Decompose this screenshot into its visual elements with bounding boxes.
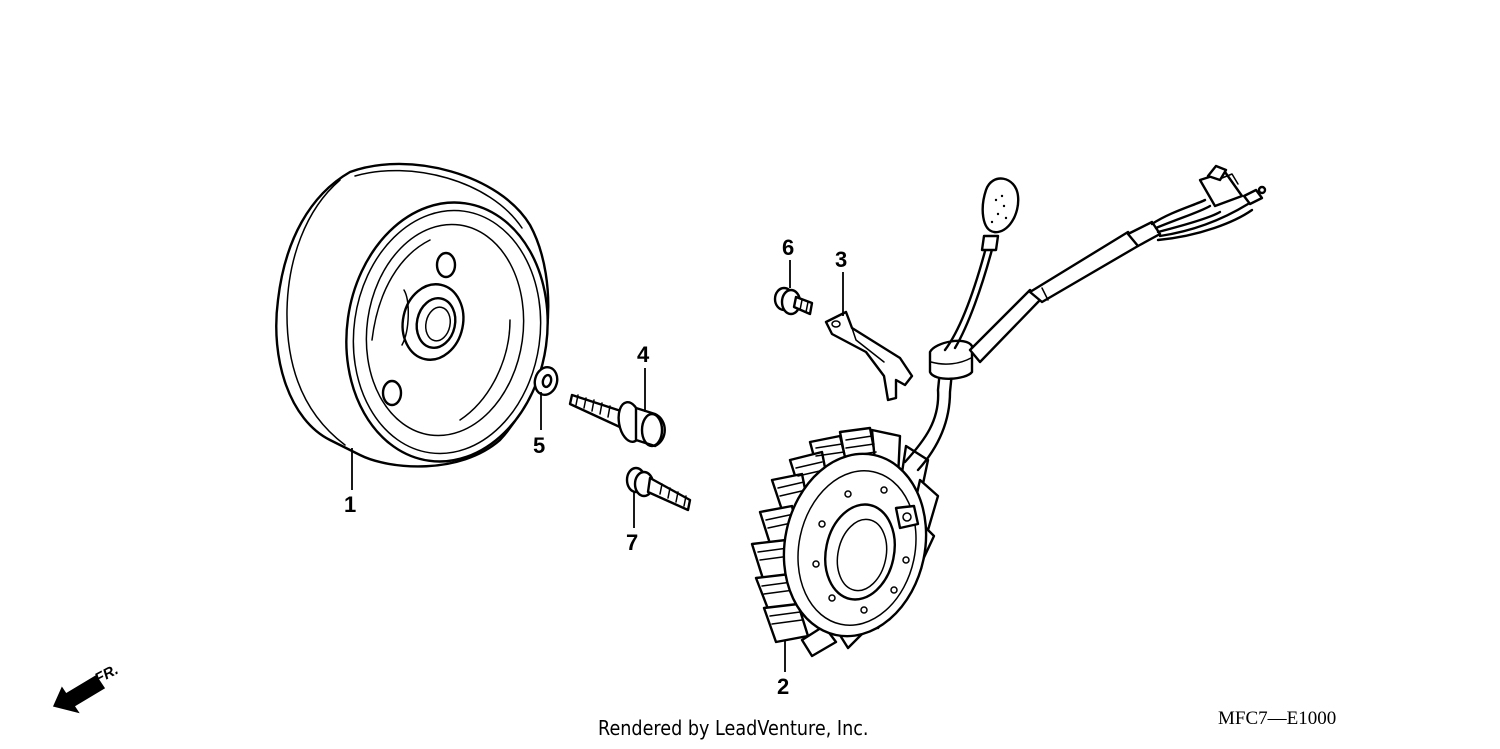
wiring-harness[interactable]: [903, 164, 1267, 472]
front-direction-indicator: FR.: [52, 661, 121, 714]
stator-part[interactable]: [750, 426, 943, 658]
callout-1[interactable]: 1: [344, 492, 356, 517]
diagram-code: MFC7—E1000: [1218, 708, 1337, 729]
flange-bolt-long-part[interactable]: [625, 466, 692, 512]
wire-clamp-part[interactable]: [824, 310, 914, 402]
front-arrow-icon: [52, 674, 106, 714]
flange-bolt-small-part[interactable]: [773, 286, 814, 316]
washer-part[interactable]: [532, 365, 560, 398]
flywheel-part[interactable]: [275, 162, 564, 475]
credit-text: Rendered by LeadVenture, Inc.: [598, 716, 869, 740]
callout-2[interactable]: 2: [777, 674, 789, 699]
callout-3[interactable]: 3: [835, 247, 847, 272]
callout-4[interactable]: 4: [637, 342, 650, 367]
callout-5[interactable]: 5: [533, 433, 545, 458]
callout-6[interactable]: 6: [782, 235, 794, 260]
callout-7[interactable]: 7: [626, 530, 638, 555]
stator-holes: [812, 486, 910, 614]
flange-bolt-part[interactable]: [568, 393, 666, 448]
leader-lines: [351, 260, 844, 672]
